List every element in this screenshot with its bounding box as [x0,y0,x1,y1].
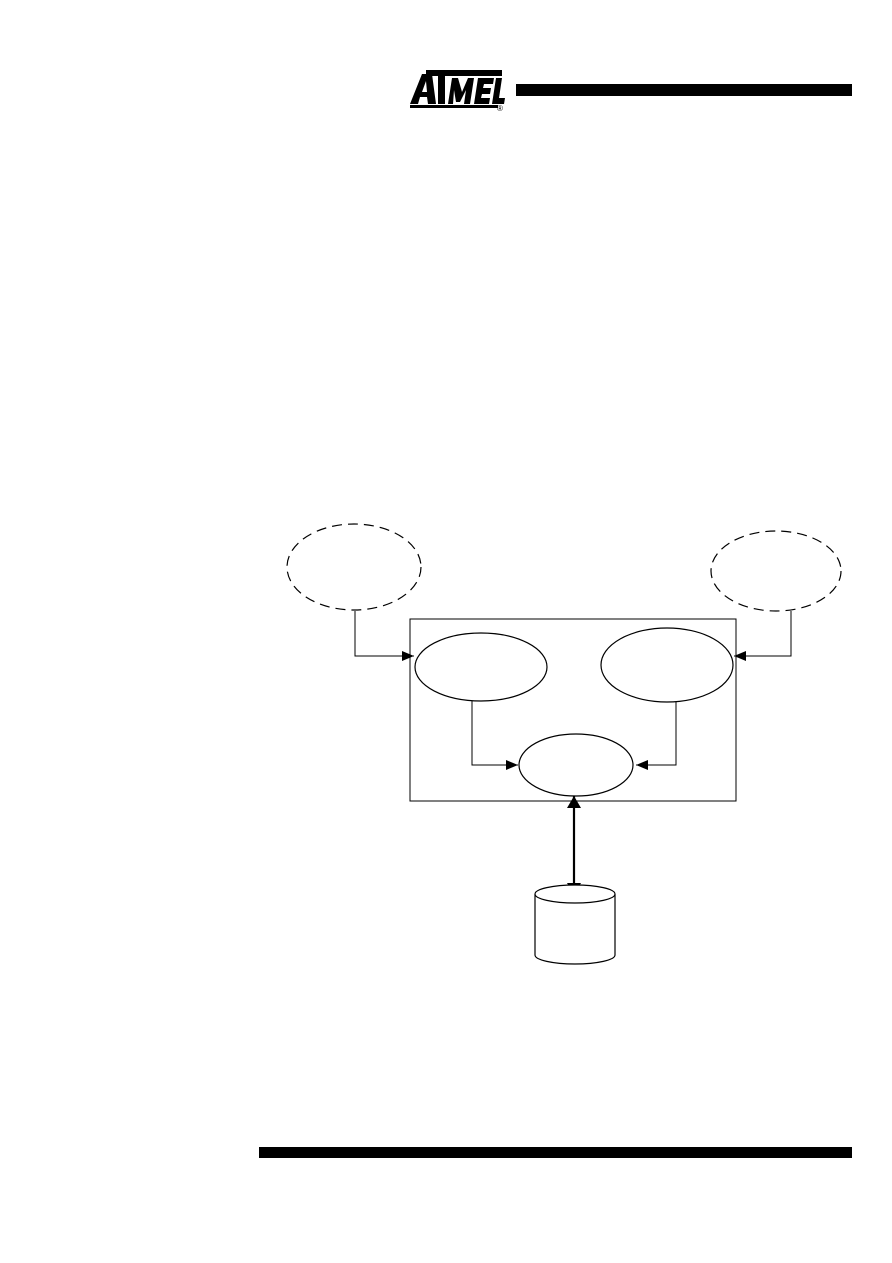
left-process [414,632,548,702]
connector-left-process-to-center [471,701,518,770]
registered-mark: ® [497,104,503,112]
database-cylinder-icon [534,884,616,965]
atmel-logo-icon: ® [410,70,505,112]
connector-left-external-to-left-process [354,611,414,661]
header-rule [516,84,852,96]
connector-right-external-to-right-process [734,611,792,661]
right-process [600,627,734,703]
footer-rule [259,1147,852,1158]
connector-right-process-to-center [636,702,677,770]
center-process [518,733,634,797]
left-external-entity [286,523,422,611]
right-external-entity [710,530,842,612]
